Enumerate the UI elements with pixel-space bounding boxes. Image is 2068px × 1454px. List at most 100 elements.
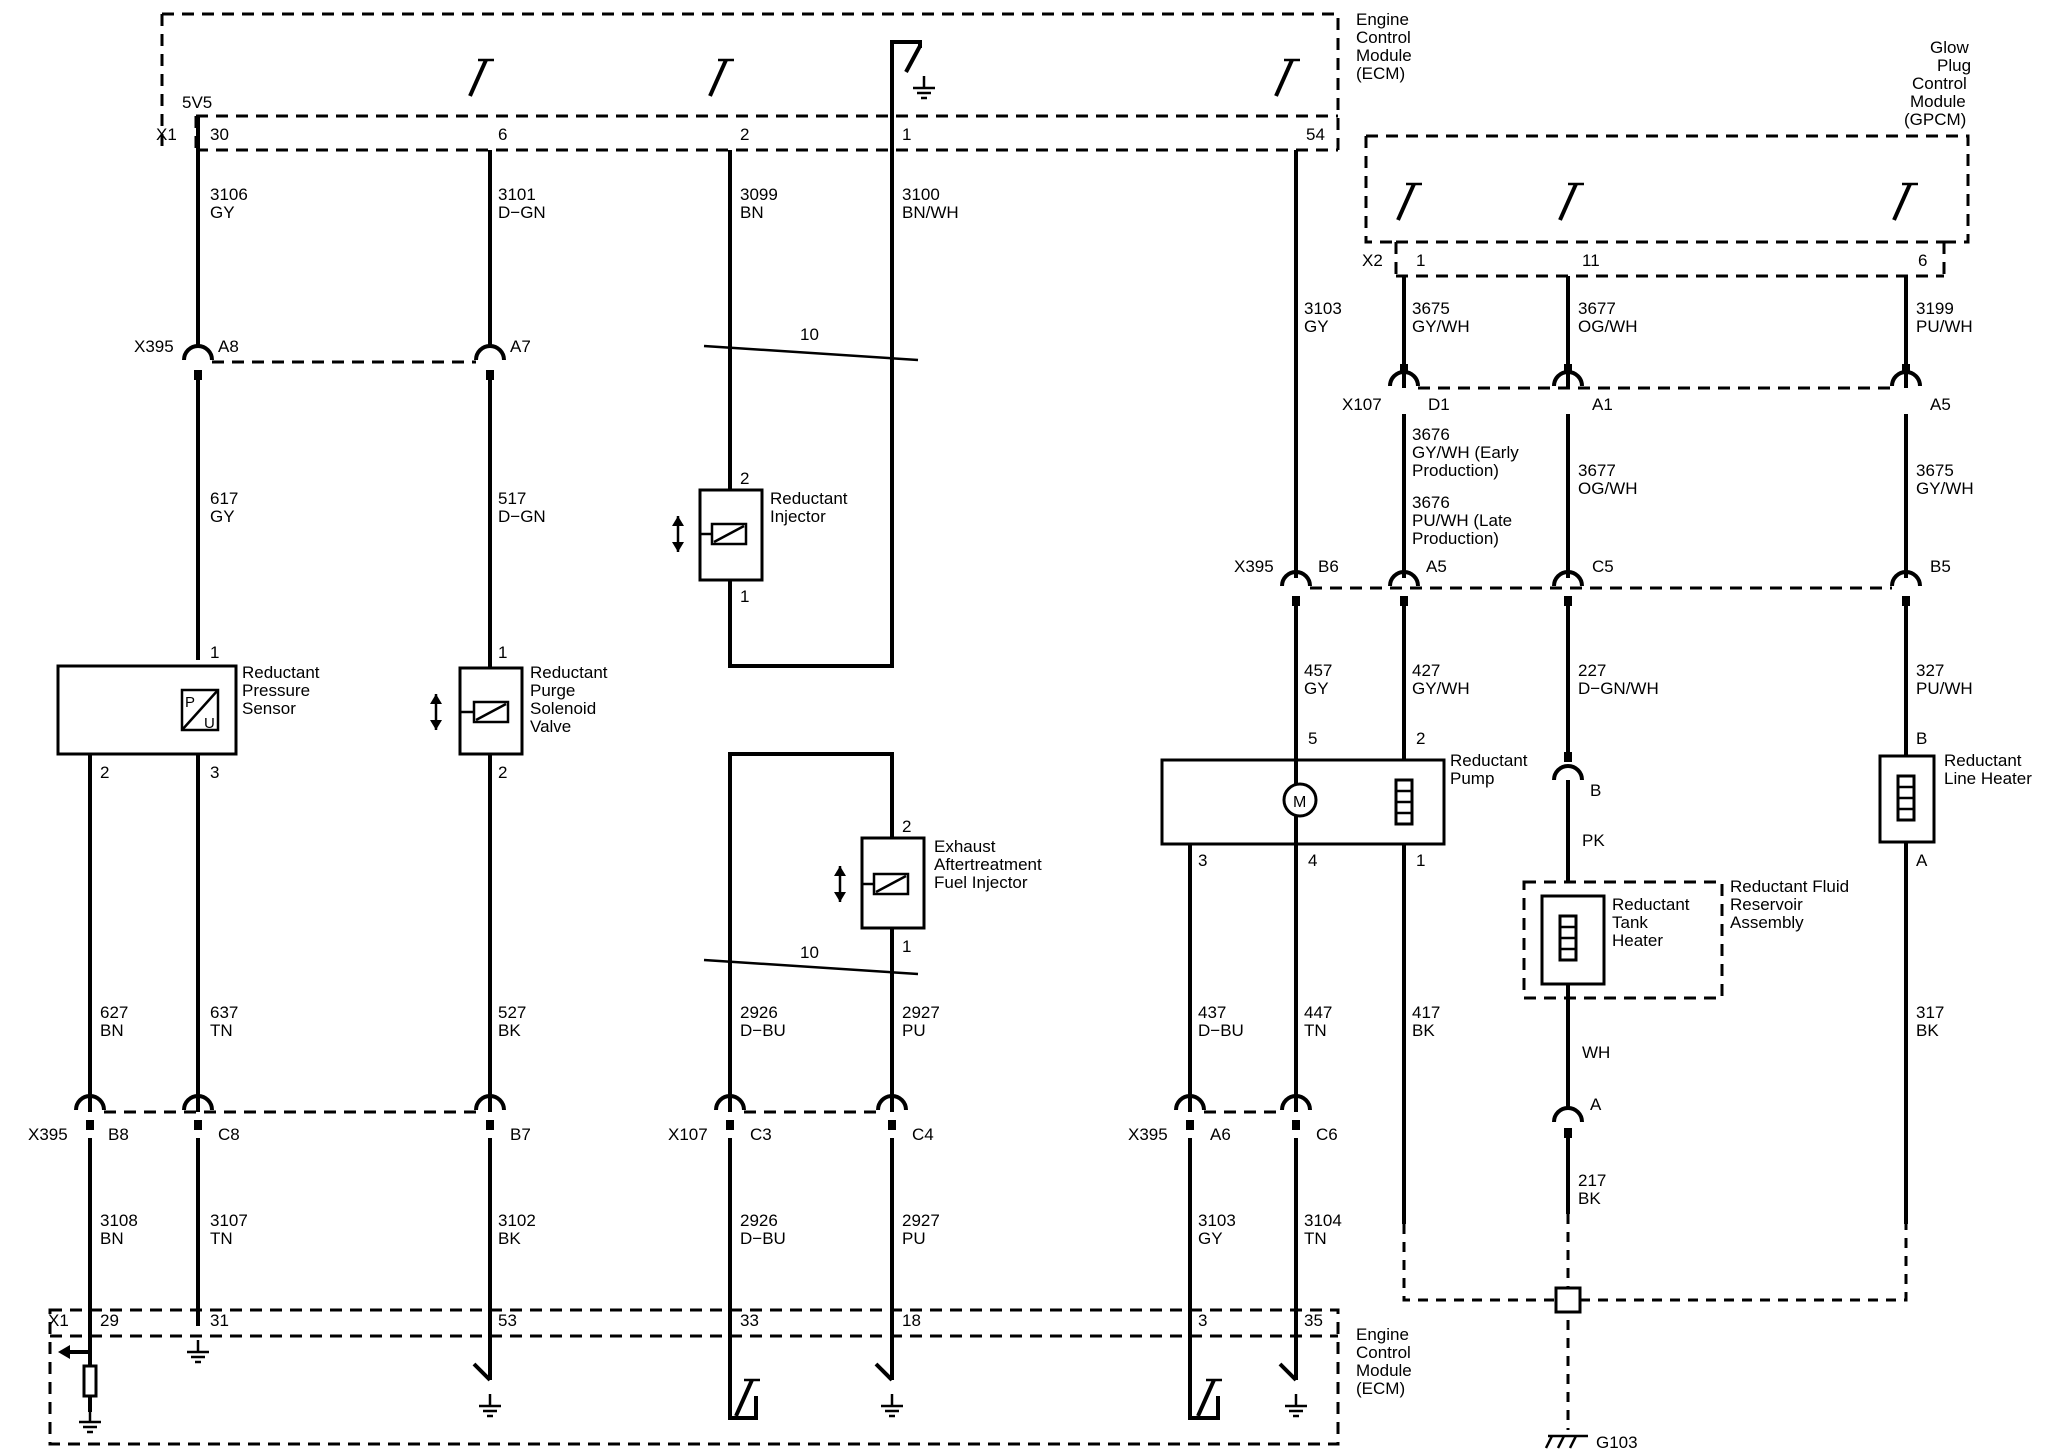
fuel-injector-label-2: Aftertreatment: [934, 855, 1042, 874]
g103-ground: G103: [1544, 1433, 1638, 1452]
x395-pin-b6: B6: [1318, 557, 1339, 576]
w3676a-note: Production): [1412, 461, 1499, 480]
pump-pin-5: 5: [1308, 729, 1317, 748]
w447-num: 447: [1304, 1003, 1332, 1022]
ecm-pin-30: 30: [210, 125, 229, 144]
w3676b-note: Production): [1412, 529, 1499, 548]
w3199-num: 3199: [1916, 299, 1954, 318]
ecm-pin-6: 6: [498, 125, 507, 144]
x1-top-label: X1: [156, 125, 177, 144]
x395-label-mid: X395: [1234, 557, 1274, 576]
x395-label-bottom: X395: [28, 1125, 68, 1144]
w317-num: 317: [1916, 1003, 1944, 1022]
x107-pin-d1: D1: [1428, 395, 1450, 414]
sensor-label-1: Reductant: [242, 663, 320, 682]
ecm-pin-31: 31: [210, 1311, 229, 1330]
valve-pin-2: 2: [498, 763, 507, 782]
w3107-num: 3107: [210, 1211, 248, 1230]
w2927b-color: PU: [902, 1229, 926, 1248]
w3103-color: GY: [1304, 317, 1329, 336]
ecm-pin-33: 33: [740, 1311, 759, 1330]
ecm-pin-3: 3: [1198, 1311, 1207, 1330]
g103-label: G103: [1596, 1433, 1638, 1452]
w517-num: 517: [498, 489, 526, 508]
tank-wire-pk: PK: [1582, 831, 1605, 850]
gpcm-module: Glow Plug Control Module (GPCM) X2 1 11 …: [1362, 38, 1971, 278]
w2926a-color: D−BU: [740, 1021, 786, 1040]
fuel-injector-pin-1: 1: [902, 937, 911, 956]
tank-heater-label-3: Heater: [1612, 931, 1663, 950]
reductant-pump: M 5 2 3 4 1 Reductant Pump: [1160, 729, 1528, 870]
w3676a-num: 3676: [1412, 425, 1450, 444]
fuel-injector-label-3: Fuel Injector: [934, 873, 1028, 892]
valve-label-3: Solenoid: [530, 699, 596, 718]
w217-num: 217: [1578, 1171, 1606, 1190]
gpcm-label-2: Plug: [1937, 56, 1971, 75]
w227-num: 227: [1578, 661, 1606, 680]
ecm-top-label-3: Module: [1356, 46, 1412, 65]
reductant-pressure-sensor: P U 1 2 3 Reductant Pressure Sensor: [56, 643, 320, 782]
w3100-num: 3100: [902, 185, 940, 204]
tank-pin-a: A: [1590, 1095, 1602, 1114]
x107-pin-a1: A1: [1592, 395, 1613, 414]
ecm-pin-18: 18: [902, 1311, 921, 1330]
reservoir-label-1: Reductant Fluid: [1730, 877, 1849, 896]
x107-pin-a5: A5: [1930, 395, 1951, 414]
w527-num: 527: [498, 1003, 526, 1022]
x107-label-bottom: X107: [668, 1125, 708, 1144]
w427-color: GY/WH: [1412, 679, 1470, 698]
mid-wire-labels: 617 GY 517 D−GN 3676 GY/WH (Early Produc…: [210, 425, 1974, 548]
w457-num: 457: [1304, 661, 1332, 680]
x1-bottom-label: X1: [48, 1311, 69, 1330]
x395-pin-b7: B7: [510, 1125, 531, 1144]
w3101-color: D−GN: [498, 203, 546, 222]
w3108-num: 3108: [100, 1211, 138, 1230]
w3676a-color: GY/WH (Early: [1412, 443, 1519, 462]
w457-color: GY: [1304, 679, 1329, 698]
w3106-color: GY: [210, 203, 235, 222]
gpcm-label-1: Glow: [1930, 38, 1969, 57]
w3103b-num: 3103: [1198, 1211, 1236, 1230]
pump-motor-m: M: [1293, 794, 1306, 811]
reductant-fluid-reservoir-assembly: Reductant Tank Heater Reductant Fluid Re…: [1522, 752, 1849, 1138]
w3102-color: BK: [498, 1229, 521, 1248]
x395-pin-a6: A6: [1210, 1125, 1231, 1144]
w3675b-color: GY/WH: [1916, 479, 1974, 498]
w637-num: 637: [210, 1003, 238, 1022]
x395-pin-c5: C5: [1592, 557, 1614, 576]
reductant-line-heater: B A Reductant Line Heater: [1878, 729, 2032, 870]
reductant-purge-solenoid-valve: 1 2 Reductant Purge Solenoid Valve: [428, 643, 608, 782]
sensor-p: P: [185, 694, 195, 711]
x395-pin-a7: A7: [510, 337, 531, 356]
w3106-num: 3106: [210, 185, 248, 204]
w3099-color: BN: [740, 203, 764, 222]
twist-count-bottom: 10: [800, 943, 819, 962]
valve-pin-1: 1: [498, 643, 507, 662]
w627-color: BN: [100, 1021, 124, 1040]
ecm-pin-2: 2: [740, 125, 749, 144]
tank-wire-wh: WH: [1582, 1043, 1610, 1062]
bottom-wire-labels: 3108 BN 3107 TN 3102 BK 2926 D−BU 2927 P…: [100, 1171, 1606, 1248]
w3199-color: PU/WH: [1916, 317, 1973, 336]
w437-color: D−BU: [1198, 1021, 1244, 1040]
pump-pin-1: 1: [1416, 851, 1425, 870]
exhaust-aftertreatment-fuel-injector: 2 1 Exhaust Aftertreatment Fuel Injector: [832, 817, 1042, 956]
twist-count-top: 10: [800, 325, 819, 344]
pump-wire-labels: 457 GY 427 GY/WH 227 D−GN/WH 327 PU/WH: [1304, 661, 1973, 698]
w3675b-num: 3675: [1916, 461, 1954, 480]
w617-color: GY: [210, 507, 235, 526]
x395-pin-c8: C8: [218, 1125, 240, 1144]
x2-label: X2: [1362, 251, 1383, 270]
gpcm-pin-1: 1: [1416, 251, 1425, 270]
tank-heater-label-2: Tank: [1612, 913, 1648, 932]
w447-color: TN: [1304, 1021, 1327, 1040]
w3676b-color: PU/WH (Late: [1412, 511, 1512, 530]
x107-label-top: X107: [1342, 395, 1382, 414]
pump-pin-3: 3: [1198, 851, 1207, 870]
w3108-color: BN: [100, 1229, 124, 1248]
pump-pin-4: 4: [1308, 851, 1317, 870]
valve-label-2: Purge: [530, 681, 575, 700]
ecm-pin-54: 54: [1306, 125, 1325, 144]
ecm-top-module: Engine Control Module (ECM) 5V5 X1 30 6 …: [156, 10, 1412, 152]
ecm-bottom-label-4: (ECM): [1356, 1379, 1405, 1398]
